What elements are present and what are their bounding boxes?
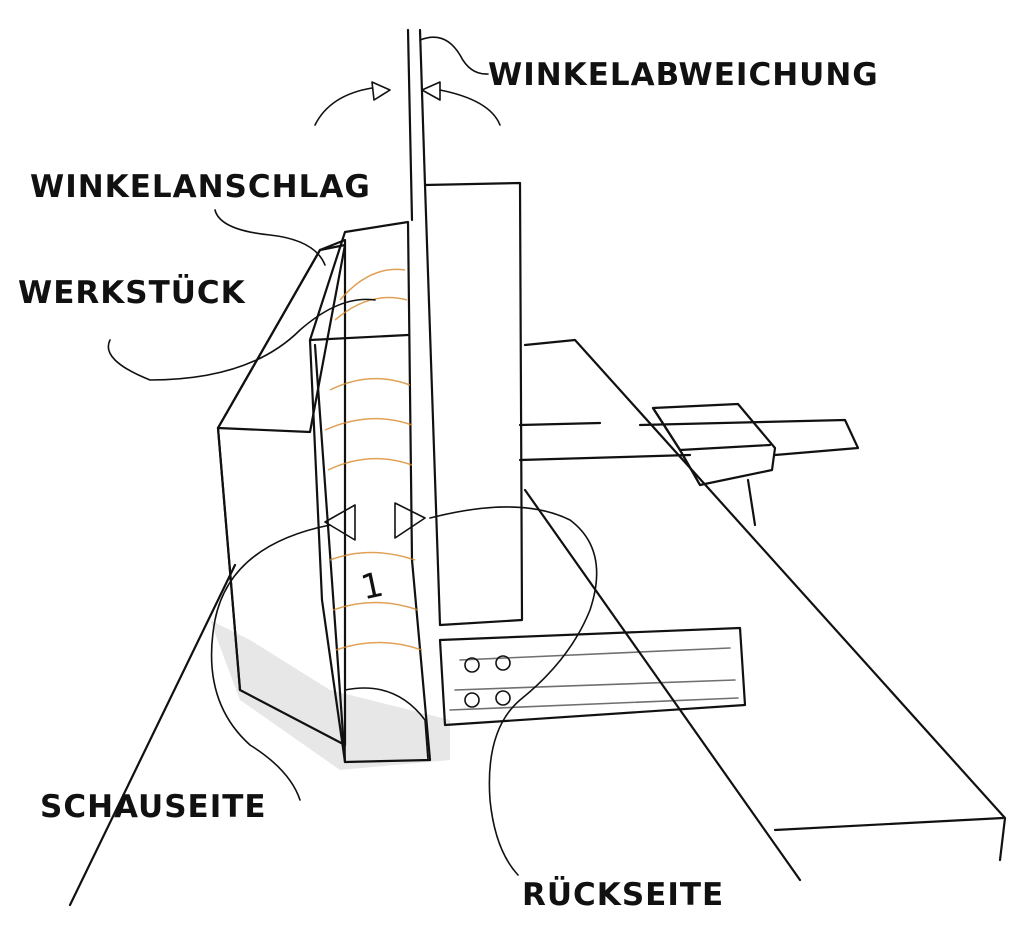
label-winkelabweichung: WINKELABWEICHUNG (488, 57, 879, 93)
rivet (464, 657, 480, 673)
angle-deviation (314, 28, 501, 222)
angle-arc-left (314, 87, 373, 126)
table-rail-line (518, 453, 692, 462)
workpiece-top-edge (308, 333, 410, 342)
leader-werkstueck (107, 298, 376, 381)
leader-lines (107, 36, 598, 876)
workpiece-number: 1 (357, 565, 386, 609)
table-bottom-edge (773, 816, 1005, 832)
rail-bar (638, 418, 860, 457)
rivet (495, 655, 511, 671)
angle-arrow-right-icon (421, 81, 441, 101)
table-left-edge (68, 563, 237, 907)
table-right-edge (523, 338, 1007, 862)
workpiece-body (308, 220, 432, 764)
clamp-block-top (678, 443, 772, 452)
fence-edge (216, 426, 242, 692)
square-blade (423, 181, 524, 627)
fence (216, 238, 347, 747)
angle-arrow-left-icon (371, 81, 391, 101)
clamp-leg (746, 478, 757, 527)
shadow (210, 620, 450, 770)
arrow-green-icon (394, 502, 426, 539)
stock-body (438, 626, 747, 727)
deviation-line-left (406, 28, 414, 222)
label-rueckseite: RÜCKSEITE (522, 876, 724, 913)
workpiece-left-edge (313, 343, 347, 764)
rivet (464, 692, 480, 708)
leader-winkelanschlag (214, 209, 326, 266)
leader-schauseite (210, 524, 331, 801)
label-winkelanschlag: WINKELANSCHLAG (30, 169, 371, 205)
square-stock (438, 626, 747, 727)
angle-arc-right (439, 89, 501, 126)
machine-table (68, 338, 1007, 907)
stock-grain (449, 647, 739, 711)
clamp-block-edge (651, 406, 702, 487)
rivet (495, 690, 511, 706)
label-werkstueck: WERKSTÜCK (18, 274, 246, 311)
workpiece: 1 (308, 220, 432, 764)
leader-winkelabweichung (419, 36, 489, 75)
fence-top-face (216, 243, 347, 434)
label-schauseite: SCHAUSEITE (40, 789, 267, 825)
face-mark (344, 687, 429, 763)
clamp-block (651, 402, 777, 487)
table-front-edge (523, 488, 802, 882)
sliding-clamp (638, 402, 860, 527)
leader-rueckseite (429, 506, 598, 876)
deviation-line-right (418, 28, 427, 187)
arrow-red-icon (324, 504, 356, 541)
table-top-line (518, 421, 602, 427)
square-blade-face (423, 181, 524, 627)
